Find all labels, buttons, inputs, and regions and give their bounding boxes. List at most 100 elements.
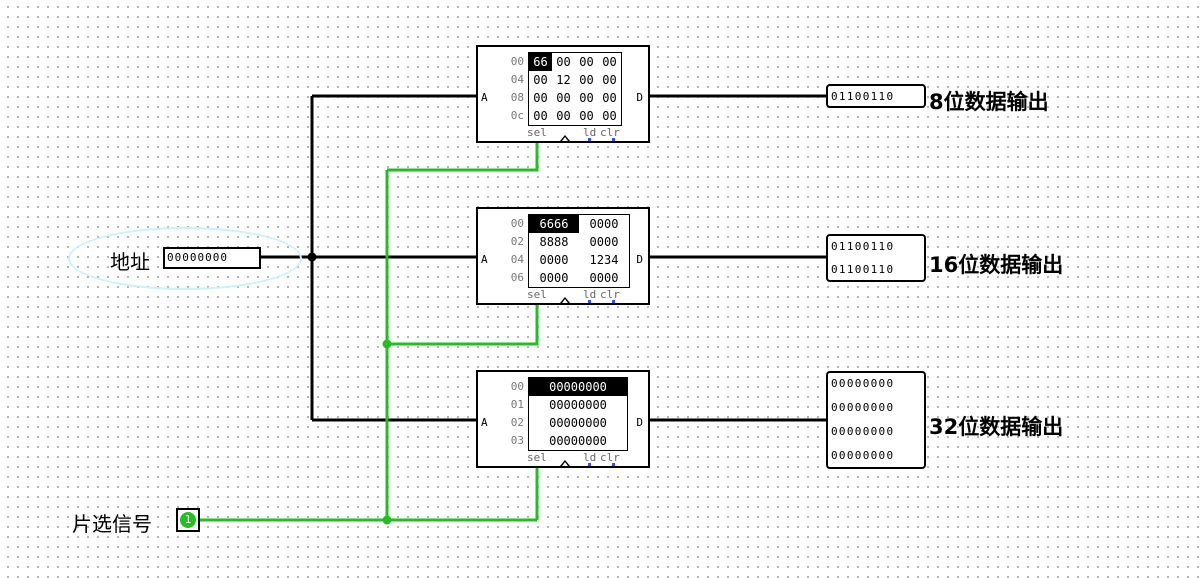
row-address: 01 <box>510 398 524 411</box>
row-address: 00 <box>510 380 524 393</box>
probe-bits: 00000000 <box>831 377 895 390</box>
output-label-16bit: 16位数据输出 <box>929 253 1064 277</box>
memory-row: 00000000 <box>529 396 627 414</box>
memory-row: 8888 0000 <box>529 233 629 251</box>
clock-triangle-icon <box>560 135 570 141</box>
clock-triangle-icon <box>560 297 570 303</box>
port-ld-label: ld <box>583 451 597 464</box>
output-label-8bit: 8位数据输出 <box>929 90 1049 114</box>
memory-contents[interactable]: 00000000 00000000 00000000 00000000 <box>528 377 628 451</box>
memory-cell[interactable]: 0000 <box>539 253 569 267</box>
memory-cell[interactable]: 00000000 <box>549 416 607 430</box>
memory-cell[interactable]: 00 <box>533 91 548 105</box>
output-probe-16bit[interactable]: 01100110 01100110 <box>826 234 926 282</box>
port-d-label: D <box>636 91 643 104</box>
port-d-label: D <box>636 416 643 429</box>
memory-cell[interactable]: 00 <box>602 73 617 87</box>
output-probe-32bit[interactable]: 00000000 00000000 00000000 00000000 <box>826 371 926 469</box>
memory-cell[interactable]: 00 <box>579 73 594 87</box>
port-d-label: D <box>636 253 643 266</box>
memory-cell[interactable]: 00000000 <box>549 434 607 448</box>
memory-row: 6666 0000 <box>529 215 629 233</box>
ld-pin-dot-icon <box>588 138 591 141</box>
cs-junction-2 <box>382 515 392 525</box>
row-address: 00 <box>510 55 524 68</box>
clr-pin-dot-icon <box>612 463 615 466</box>
port-sel-label: sel <box>527 288 547 301</box>
port-sel-label: sel <box>527 126 547 139</box>
row-address: 02 <box>510 416 524 429</box>
memory-cell[interactable]: 00 <box>579 91 594 105</box>
port-a-label: A <box>481 91 488 104</box>
row-address: 02 <box>510 235 524 248</box>
memory-cell-selected[interactable]: 00000000 <box>529 378 627 396</box>
memory-cell[interactable]: 00 <box>602 91 617 105</box>
address-input-pin[interactable]: 00000000 <box>163 247 261 269</box>
memory-cell[interactable]: 00000000 <box>549 398 607 412</box>
cs-wire-rom16 <box>387 304 539 346</box>
row-address: 00 <box>510 217 524 230</box>
probe-bits: 01100110 <box>831 240 895 253</box>
probe-bits: 01100110 <box>831 263 895 276</box>
memory-cell[interactable]: 0000 <box>589 271 619 285</box>
clock-triangle-icon <box>560 460 570 466</box>
memory-cell[interactable]: 00 <box>579 109 594 123</box>
clr-pin-dot-icon <box>612 138 615 141</box>
port-clr-label: clr <box>600 451 620 464</box>
output-probe-8bit[interactable]: 01100110 <box>826 84 926 108</box>
memory-contents[interactable]: 6666 0000 8888 0000 0000 1234 0000 0000 <box>528 214 630 288</box>
memory-row: 00000000 <box>529 414 627 432</box>
row-address: 06 <box>510 271 524 284</box>
rom-16bit[interactable]: A D 00 02 04 06 6666 0000 8888 0000 0000 12… <box>476 207 650 305</box>
memory-row: 00000000 <box>529 432 627 450</box>
probe-bits: 00000000 <box>831 425 895 438</box>
memory-row: 00 12 00 00 <box>529 71 621 89</box>
memory-cell[interactable]: 8888 <box>539 235 569 249</box>
memory-cell[interactable]: 00 <box>602 55 617 69</box>
memory-row: 00000000 <box>529 378 627 396</box>
address-highlight-ellipse <box>68 227 302 290</box>
memory-cell[interactable]: 0000 <box>539 271 569 285</box>
memory-cell[interactable]: 00 <box>556 91 571 105</box>
port-clr-label: clr <box>600 126 620 139</box>
memory-cell-selected[interactable]: 66 <box>529 53 552 71</box>
port-a-label: A <box>481 253 488 266</box>
cs-junction-1 <box>382 339 392 349</box>
memory-cell[interactable]: 00 <box>533 73 548 87</box>
chip-select-pin[interactable]: 1 <box>176 508 200 532</box>
port-ld-label: ld <box>583 288 597 301</box>
memory-row: 00 00 00 00 <box>529 89 621 107</box>
address-label: 地址 <box>110 250 150 274</box>
memory-row: 00 00 00 00 <box>529 107 621 125</box>
cs-wire-rom8 <box>387 143 539 172</box>
memory-cell[interactable]: 0000 <box>589 235 619 249</box>
clr-pin-dot-icon <box>612 300 615 303</box>
memory-contents[interactable]: 66 00 00 00 00 12 00 00 00 00 00 00 00 00 00 00 <box>528 52 622 126</box>
memory-cell[interactable]: 00 <box>602 109 617 123</box>
chip-select-label: 片选信号 <box>72 512 152 536</box>
memory-cell[interactable]: 12 <box>556 73 571 87</box>
memory-cell[interactable]: 0000 <box>589 217 619 231</box>
row-address: 08 <box>510 91 524 104</box>
row-address: 04 <box>510 253 524 266</box>
bus-junction <box>307 252 317 262</box>
probe-bits: 00000000 <box>831 449 895 462</box>
memory-cell[interactable]: 00 <box>579 55 594 69</box>
ld-pin-dot-icon <box>588 463 591 466</box>
memory-cell[interactable]: 1234 <box>589 253 619 267</box>
row-address: 03 <box>510 434 524 447</box>
row-address: 0c <box>510 109 524 122</box>
memory-row: 0000 1234 <box>529 251 629 269</box>
memory-cell-selected[interactable]: 6666 <box>529 215 579 233</box>
probe-bits: 00000000 <box>831 401 895 414</box>
memory-cell[interactable]: 00 <box>533 109 548 123</box>
port-clr-label: clr <box>600 288 620 301</box>
probe-bits: 01100110 <box>831 90 895 103</box>
output-label-32bit: 32位数据输出 <box>929 415 1064 439</box>
memory-cell[interactable]: 00 <box>556 109 571 123</box>
chip-select-led: 1 <box>180 512 196 528</box>
rom-32bit[interactable]: A D 00 01 02 03 00000000 00000000 000000… <box>476 370 650 468</box>
memory-cell[interactable]: 00 <box>556 55 571 69</box>
